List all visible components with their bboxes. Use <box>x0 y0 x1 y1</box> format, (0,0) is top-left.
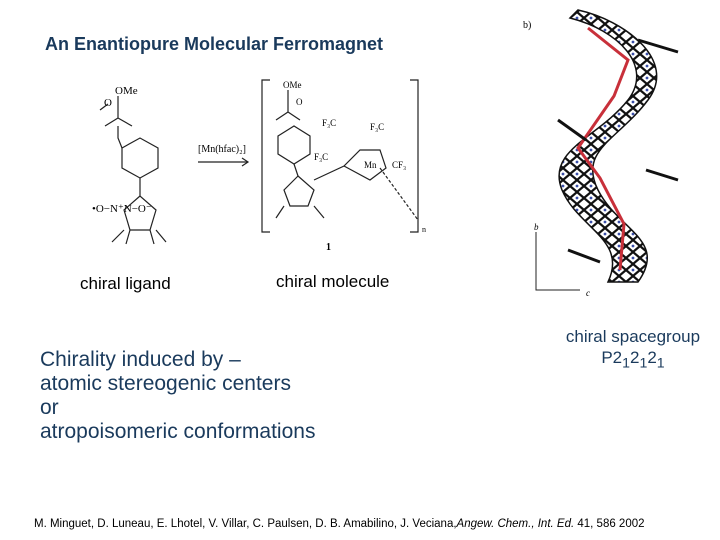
hfac-chelate <box>313 149 387 181</box>
reaction-arrow-head <box>241 157 250 167</box>
ester-bonds <box>99 96 133 127</box>
helix-ribbon <box>558 9 658 283</box>
ome-right-label: OMe <box>283 80 302 90</box>
crystal-structure: b c <box>534 9 679 298</box>
spacegroup-line-1: chiral spacegroup <box>565 327 701 346</box>
right-ester-bonds <box>275 90 301 121</box>
citation: M. Minguet, D. Luneau, E. Lhotel, V. Vil… <box>34 518 645 530</box>
left-ether-bond <box>117 126 123 149</box>
chirality-line-4: atropoisomeric conformations <box>40 420 316 443</box>
left-methyl-bonds <box>111 229 167 245</box>
ome-left-label: OMe <box>115 85 138 97</box>
nitroxide-label: •O−N⁺N−O⁻ <box>92 203 152 215</box>
axis-lines <box>535 232 580 291</box>
mn-label: Mn <box>364 160 377 170</box>
polymer-link <box>379 167 419 221</box>
chirality-line-1: Chirality induced by – <box>40 348 241 371</box>
reagent-label: [Mn(hfac)₂] <box>198 144 246 155</box>
polymer-subscript: n <box>422 225 426 234</box>
o-right-label: O <box>296 97 303 107</box>
right-bracket <box>410 79 419 233</box>
o-left-label: O <box>104 97 112 109</box>
chirality-text: Chirality induced by – atomic stereogeni… <box>40 348 315 444</box>
chirality-line-3: or <box>40 396 59 419</box>
right-linker-bond <box>293 163 299 177</box>
chiral-ligand-label: chiral ligand <box>80 274 171 293</box>
cf3-label-3: F₃C <box>314 152 328 162</box>
right-methyl-bonds <box>275 205 325 219</box>
citation-authors: M. Minguet, D. Luneau, E. Lhotel, V. Vil… <box>34 518 457 530</box>
citation-journal: Angew. Chem., Int. Ed. <box>456 518 575 530</box>
panel-label: b) <box>523 20 531 31</box>
spacegroup-symbol: P212121 <box>601 348 665 372</box>
axis-c-label: c <box>586 288 590 298</box>
left-bracket <box>261 79 270 233</box>
spacegroup-text: chiral spacegroup P212121 <box>548 326 718 374</box>
compound-number: 1 <box>326 242 331 253</box>
side-groups <box>557 38 679 264</box>
chiral-molecule-label: chiral molecule <box>276 272 390 291</box>
slide-title: An Enantiopure Molecular Ferromagnet <box>45 34 384 54</box>
left-imidazoline-ring <box>123 195 157 231</box>
cf3-label-2: F₃C <box>370 122 384 132</box>
helix-axis-red <box>576 26 630 271</box>
axis-b-label: b <box>534 222 539 232</box>
citation-volume: 41, 586 2002 <box>574 518 645 530</box>
cf3-label-4: CF₃ <box>392 160 406 170</box>
right-imidazoline-ring <box>283 175 315 207</box>
right-phenyl-ring <box>277 125 311 165</box>
left-phenyl-ring <box>121 137 159 179</box>
chirality-line-2: atomic stereogenic centers <box>40 372 291 395</box>
cf3-label-1: F₃C <box>322 118 336 128</box>
